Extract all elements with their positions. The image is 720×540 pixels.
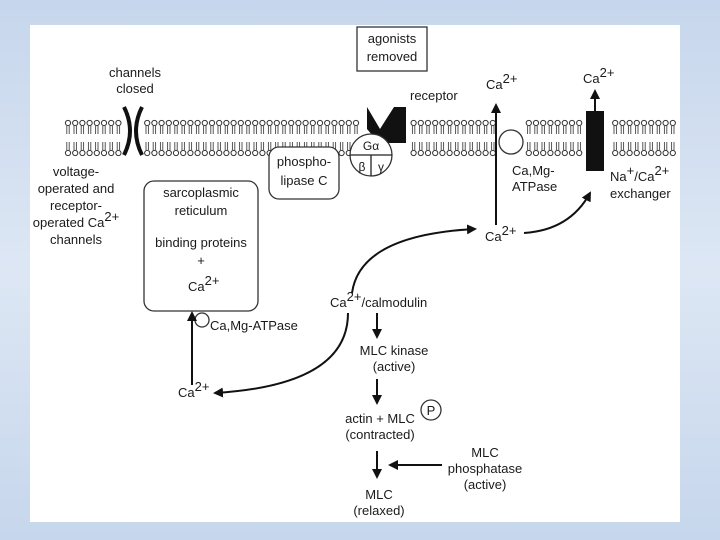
g-gamma-label: γ (378, 160, 384, 174)
agonists-removed-box: agonists removed (356, 26, 428, 72)
svg-text:binding proteins: binding proteins (155, 235, 247, 250)
svg-text:P: P (427, 403, 436, 418)
g-alpha-label: Gα (363, 139, 379, 153)
sr-ca-label: Ca2+ (188, 273, 219, 294)
calmodulin-label: Ca2+/calmodulin (330, 289, 427, 310)
phospholipase-c-box: phospho- lipase C (268, 146, 340, 200)
receptor-label: receptor (410, 88, 458, 103)
ca-top-right-label: Ca2+ (583, 65, 614, 86)
svg-text:channels: channels (50, 232, 103, 247)
slide-frame: agonists removed channels closed recepto… (30, 25, 680, 522)
calcium-signaling-diagram: agonists removed channels closed recepto… (33, 26, 676, 518)
mlc-kinase-label: MLC kinase (360, 343, 429, 358)
phospho-label: phospho- (277, 154, 331, 169)
sr-atpase-label: Ca,Mg-ATPase (210, 318, 298, 333)
svg-text:operated and: operated and (38, 181, 115, 196)
svg-text:voltage-: voltage- (53, 164, 99, 179)
phosphatase-label-3: (active) (464, 477, 507, 492)
svg-text:sarcoplasmic: sarcoplasmic (163, 185, 239, 200)
lipase-c-label: lipase C (281, 173, 328, 188)
exchanger-label-1: Na+/Ca2+ (610, 163, 669, 184)
release-arrow-right (351, 224, 477, 294)
agonists-label: agonists (368, 31, 417, 46)
phosphatase-label-1: MLC (471, 445, 498, 460)
receptor-icon (367, 107, 406, 143)
removed-label: removed (367, 49, 418, 64)
phosphatase-label-2: phosphatase (448, 461, 522, 476)
na-ca-exchanger-icon (586, 89, 604, 171)
atpase-label: ATPase (512, 179, 557, 194)
ca-bottom-label: Ca2+ (178, 379, 209, 400)
svg-text:+: + (197, 253, 205, 268)
closed-label: closed (116, 81, 154, 96)
mlc-kinase-active-label: (active) (373, 359, 416, 374)
phosphate-icon: P (420, 399, 442, 421)
actin-mlc-label: actin + MLC (345, 411, 415, 426)
g-beta-label: β (359, 160, 366, 174)
voltage-operated-channels-label: voltage- operated and receptor- operated… (33, 164, 119, 247)
exchanger-label-2: exchanger (610, 186, 671, 201)
channels-label: channels (109, 65, 162, 80)
svg-text:operated Ca2+: operated Ca2+ (33, 209, 119, 230)
sarcoplasmic-reticulum-box: sarcoplasmic reticulum binding proteins … (143, 180, 259, 312)
svg-text:receptor-: receptor- (50, 198, 102, 213)
svg-text:reticulum: reticulum (175, 203, 228, 218)
sr-atpase-pump (194, 312, 210, 328)
closed-channel-icon (122, 106, 144, 156)
ca-mid-label: Ca2+ (485, 223, 516, 244)
ca-top-label: Ca2+ (486, 71, 517, 92)
mlc-relaxed-label: MLC (365, 487, 392, 502)
relaxed-label: (relaxed) (353, 503, 404, 518)
ca-mg-label: Ca,Mg- (512, 163, 555, 178)
contracted-label: (contracted) (345, 427, 414, 442)
pm-ca-atpase-pump (491, 103, 524, 225)
release-arrow-left (213, 312, 349, 398)
g-protein: Gα β γ (349, 133, 393, 177)
cell-membrane (64, 119, 676, 157)
